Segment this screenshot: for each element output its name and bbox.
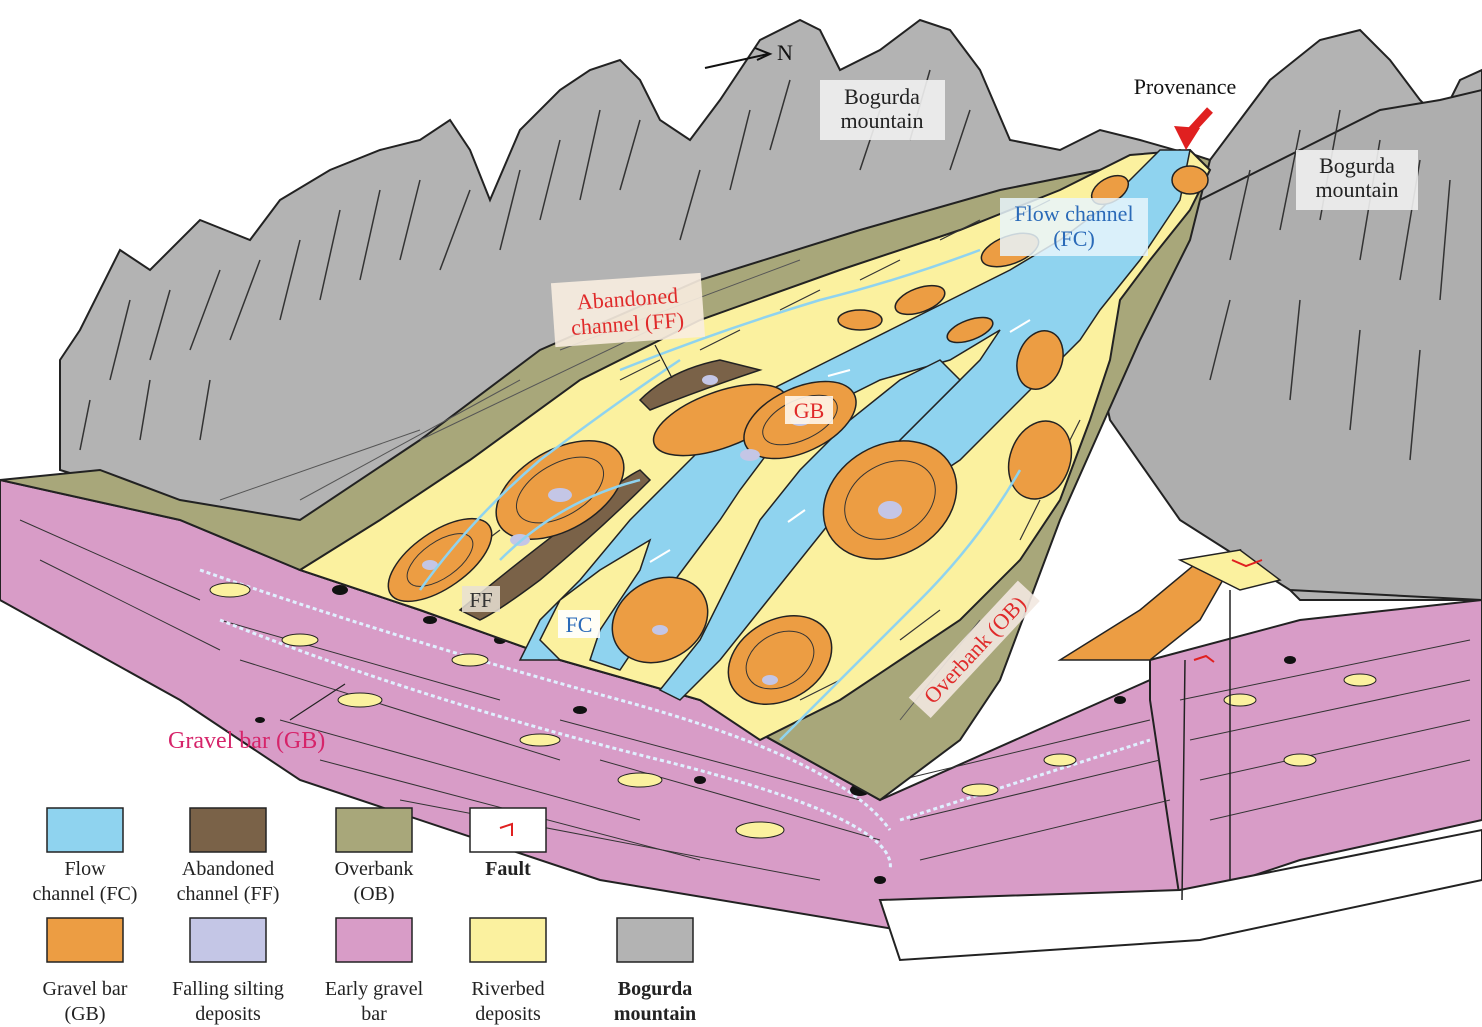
labels: Bogurda mountain Bogurda mountain Proven…: [168, 74, 1418, 754]
face-dark-clasts: [255, 585, 1296, 884]
legend-item-gravel-bar: Gravel bar (GB): [43, 917, 128, 1025]
flow-arrows: [649, 319, 1031, 563]
legend-swatch-fault: [469, 807, 547, 853]
ff-label: FF: [469, 588, 492, 612]
legend-label-flow-channel-line1: Flow: [64, 858, 106, 880]
provenance-label: Provenance: [1134, 74, 1237, 99]
flow-channel-label-2: (FC): [1053, 226, 1095, 251]
legend-item-overbank: Overbank (OB): [335, 807, 414, 905]
fault-mark-lower: [1193, 654, 1215, 663]
mountain-top-label-2: mountain: [840, 108, 923, 133]
legend-label-abandoned-channel-line2: channel (FF): [177, 883, 280, 905]
bedding-lines: [199, 568, 1151, 871]
face-lenses: [209, 582, 1377, 839]
legend-label-abandoned-channel-line1: Abandoned: [182, 858, 274, 880]
legend-swatch-gravel-bar: [46, 917, 124, 963]
legend-label-bogurda-line2: mountain: [614, 1003, 696, 1025]
early-gravel-bar-right: [1149, 598, 1482, 902]
legend-label-overbank-line2: (OB): [353, 883, 394, 905]
north-arrow: N: [704, 40, 793, 69]
legend-swatch-early-gravel-bar: [335, 917, 413, 963]
legend-swatch-flow-channel: [46, 807, 124, 853]
legend-swatch-falling-silting: [189, 917, 267, 963]
legend-swatch-bogurda: [616, 917, 694, 963]
legend-label-gravel-bar-line1: Gravel bar: [43, 978, 128, 1000]
legend-label-falling-silting-line2: deposits: [195, 1003, 261, 1025]
legend-label-falling-silting-line1: Falling silting: [172, 978, 284, 1000]
legend-label-riverbed-line2: deposits: [475, 1003, 541, 1025]
legend-item-early-gravel-bar: Early gravel bar: [325, 917, 424, 1025]
legend-label-riverbed-line1: Riverbed: [471, 978, 544, 1000]
pink-hatching: [19, 519, 1471, 881]
legend-swatch-riverbed: [469, 917, 547, 963]
legend-item-flow-channel: Flow channel (FC): [33, 807, 138, 905]
legend-label-flow-channel-line2: channel (FC): [33, 883, 138, 905]
minor-channel-lines: [418, 248, 1022, 741]
legend-item-fault: Fault: [469, 807, 547, 880]
legend-label-fault-line1: Fault: [485, 858, 531, 880]
north-letter: N: [777, 40, 793, 65]
legend-item-abandoned-channel: Abandoned channel (FF): [177, 807, 280, 905]
legend-swatch-overbank: [335, 807, 413, 853]
fc-label: FC: [566, 612, 593, 637]
abandoned-channel-upper: [638, 359, 763, 411]
legend-fault-mark: [499, 822, 513, 836]
legend: Flow channel (FC) Abandoned channel (FF) Ove…: [33, 807, 696, 1025]
mountain-right-label-2: mountain: [1315, 177, 1398, 202]
mountain-hatching: [79, 69, 1451, 461]
fault-block: [1057, 548, 1282, 901]
provenance-arrow: [1174, 107, 1213, 150]
mountain-right-label-1: Bogurda: [1319, 153, 1395, 178]
legend-item-bogurda: Bogurda mountain: [614, 917, 696, 1025]
legend-item-riverbed: Riverbed deposits: [469, 917, 547, 1025]
gb-label: GB: [794, 398, 825, 423]
flow-channel-label-1: Flow channel: [1014, 201, 1133, 226]
block-sides: [0, 478, 1482, 962]
legend-label-overbank-line1: Overbank: [335, 858, 414, 880]
legend-label-early-gravel-bar-line2: bar: [361, 1003, 387, 1025]
flow-channel-main: [518, 149, 1191, 671]
mountain-top-label-1: Bogurda: [844, 84, 920, 109]
block-base: [878, 828, 1482, 962]
legend-item-falling-silting: Falling silting deposits: [172, 917, 284, 1025]
legend-label-gravel-bar-line2: (GB): [64, 1003, 105, 1025]
fault-mark-upper: [1231, 559, 1263, 568]
gravel-bar-label: Gravel bar (GB): [168, 728, 325, 754]
legend-label-bogurda-line1: Bogurda: [618, 978, 692, 1000]
legend-swatch-abandoned-channel: [189, 807, 267, 853]
legend-label-early-gravel-bar-line1: Early gravel: [325, 978, 424, 1000]
